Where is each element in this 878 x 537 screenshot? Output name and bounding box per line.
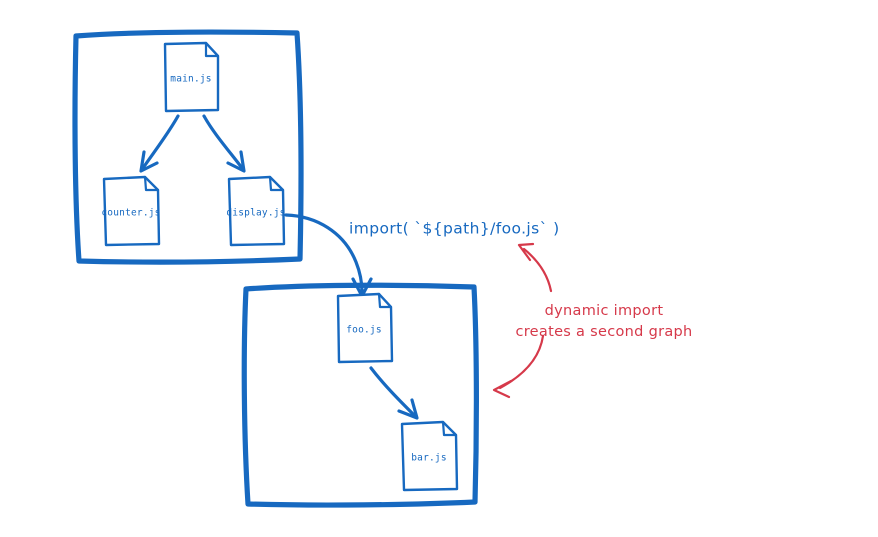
node-label-display-js: display.js [226, 208, 285, 219]
edge-foo-to-bar [369, 366, 419, 420]
node-display-js[interactable]: display.js [226, 175, 286, 247]
file-fold-corner-foo-js [377, 292, 393, 309]
file-fold-corner-bar-js [441, 420, 458, 437]
file-fold-corner-counter-js [143, 175, 160, 192]
node-counter-js[interactable]: counter.js [101, 175, 161, 247]
edge-main-to-display [202, 114, 246, 173]
edge-line-foo-to-bar [369, 366, 416, 417]
second-graph-container [241, 282, 479, 508]
node-foo-js[interactable]: foo.js [336, 292, 394, 364]
node-label-main-js: main.js [170, 74, 211, 85]
edge-line-display-to-foo [284, 213, 364, 294]
import-expression-label: import( `${path}/foo.js` ) [349, 220, 560, 238]
first-graph-container [72, 29, 304, 265]
node-label-foo-js: foo.js [346, 325, 382, 336]
annotation-pointer-to-import-label [522, 247, 553, 293]
node-main-js[interactable]: main.js [163, 41, 220, 113]
first-graph-box [72, 29, 304, 265]
second-graph-box [241, 282, 479, 508]
file-fold-corner-display-js [268, 175, 285, 192]
file-icon-foo-js [336, 292, 394, 364]
annotation-arrowhead-to-import-label [517, 242, 535, 262]
annotation-pointer-to-second-graph [498, 334, 545, 390]
annotation-line-2: creates a second graph [515, 324, 692, 340]
file-fold-corner-main-js [204, 41, 220, 58]
edge-line-main-to-counter [141, 114, 180, 170]
annotation-arrowhead-to-second-graph [492, 379, 513, 399]
node-label-counter-js: counter.js [101, 208, 160, 219]
file-icon-display-js [227, 175, 286, 247]
edge-main-to-counter [139, 114, 180, 173]
file-icon-main-js [163, 41, 220, 113]
arrowhead-foo-to-bar [397, 398, 419, 420]
arrowhead-main-to-display [226, 150, 246, 173]
arrowhead-main-to-counter [139, 150, 159, 173]
node-bar-js[interactable]: bar.js [400, 420, 459, 492]
annotation-line-1: dynamic import [545, 303, 664, 319]
node-label-bar-js: bar.js [411, 453, 447, 464]
annotation-group: dynamic import creates a second graph [492, 242, 692, 399]
file-icon-counter-js [102, 175, 161, 247]
file-icon-bar-js [400, 420, 459, 492]
edge-line-main-to-display [202, 114, 244, 170]
